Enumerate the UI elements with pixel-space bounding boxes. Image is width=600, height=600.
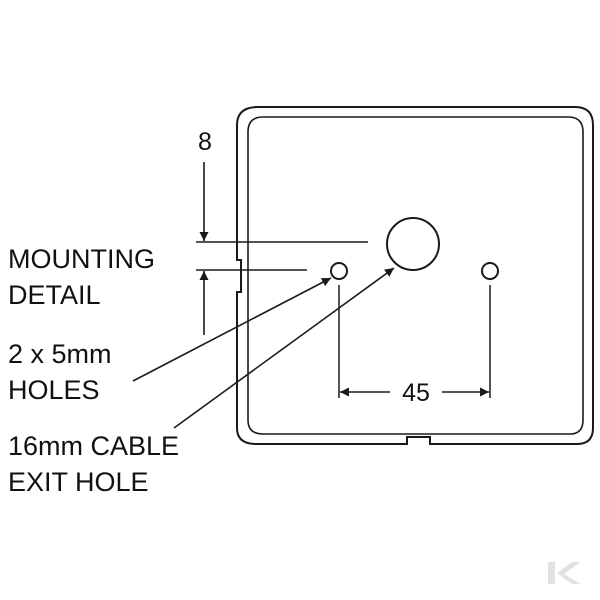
housing-outer-wall [236,106,594,445]
label-holes: HOLES [8,375,100,405]
label-mounting: MOUNTING [8,244,155,274]
leader-arrow-cable [173,267,395,429]
dimension-45-value: 45 [402,379,430,407]
housing-outline [236,106,594,445]
housing-inner-wall [247,116,584,435]
label-exit-hole: EXIT HOLE [8,467,149,497]
mounting-hole-left [330,262,348,280]
mounting-hole-right [481,262,499,280]
label-cable: 16mm CABLE [8,431,179,461]
cable-exit-hole [386,217,440,271]
dimension-8: 8 [196,128,368,335]
dimension-45: 45 [338,285,491,407]
label-holes-count: 2 x 5mm [8,339,112,369]
dimension-8-value: 8 [198,128,212,156]
k-logo-watermark-icon [548,562,581,584]
leader-arrow-holes [132,277,332,382]
label-detail: DETAIL [8,280,101,310]
